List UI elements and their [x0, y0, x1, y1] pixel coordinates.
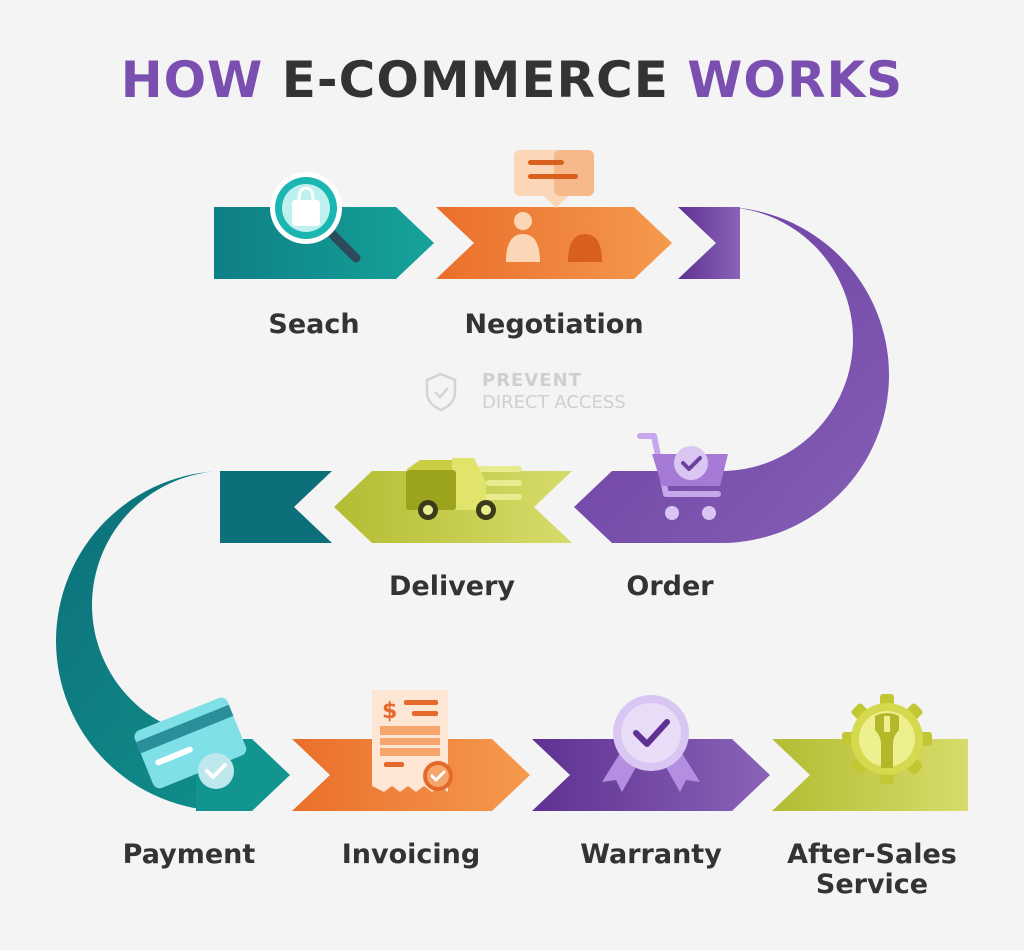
delivery-truck-icon [406, 458, 522, 520]
warranty-badge-icon [602, 695, 700, 792]
label-order: Order [626, 571, 714, 602]
step-payment-arc-entry [220, 471, 332, 543]
invoice-check-icon: $ [372, 690, 453, 792]
shield-icon [425, 372, 457, 412]
step-seach-arrow [214, 207, 434, 279]
step-order-arc [574, 207, 889, 543]
title-word-ecommerce: E-COMMERCE [281, 51, 669, 109]
step-payment-arc [56, 471, 332, 811]
title-word-how: HOW [120, 51, 264, 109]
label-seach: Seach [268, 309, 360, 340]
step-negotiation-arrow [436, 207, 672, 279]
shopping-cart-check-icon [637, 433, 728, 520]
gear-wrench-icon [842, 694, 932, 784]
label-after-sales-service: After-Sales Service [787, 839, 957, 900]
label-invoicing: Invoicing [341, 839, 481, 870]
chat-people-icon [506, 150, 602, 262]
credit-card-check-icon [134, 697, 247, 789]
label-payment: Payment [122, 839, 256, 870]
label-warranty: Warranty [580, 839, 722, 870]
watermark-line2: DIRECT ACCESS [482, 392, 626, 413]
svg-text:$: $ [382, 699, 397, 724]
label-delivery: Delivery [388, 571, 516, 602]
label-negotiation: Negotiation [464, 309, 644, 340]
page-title: HOW E-COMMERCE WORKS [0, 52, 1024, 108]
step-order-arc-entry [678, 207, 740, 279]
step-after-sales-arrow [772, 739, 968, 811]
shopping-bag-search-icon [270, 172, 361, 263]
title-word-works: WORKS [687, 51, 904, 109]
watermark-line1: PREVENT [482, 370, 582, 391]
step-warranty-arrow [532, 739, 770, 811]
